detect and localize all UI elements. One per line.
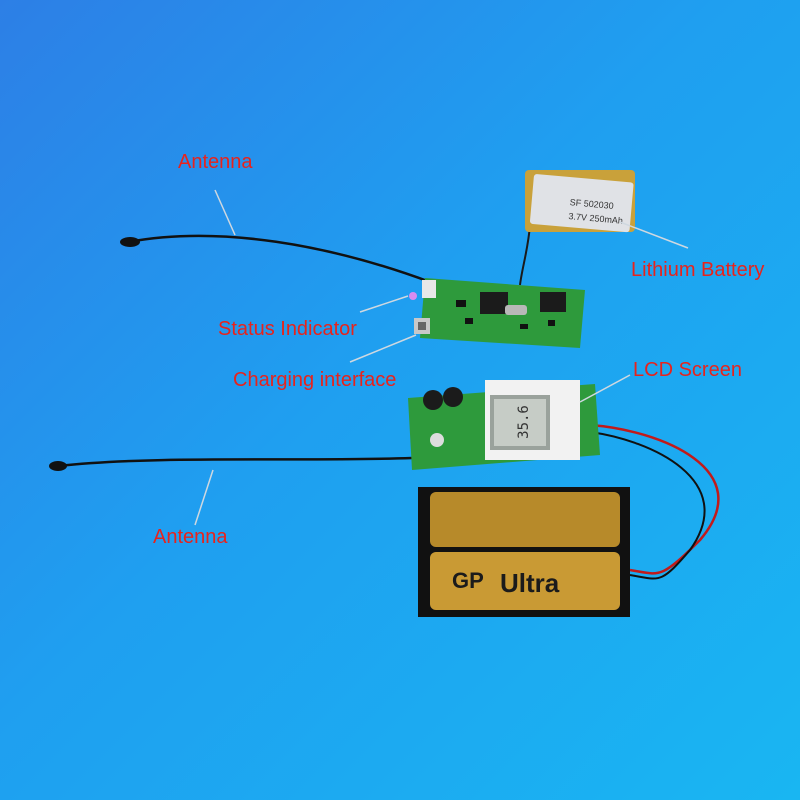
lithium-battery: SF 502030 3.7V 250mAh [525, 170, 635, 233]
antenna-bottom [49, 456, 413, 471]
label-lithium-battery: Lithium Battery [631, 259, 765, 281]
aa-brand: GP [452, 568, 484, 593]
callout-lines [194, 189, 689, 526]
label-antenna-bottom: Antenna [153, 526, 228, 548]
label-antenna-top: Antenna [178, 151, 253, 173]
aa-battery-holder: GP Ultra [418, 487, 630, 617]
receiver-board: 35.6 [408, 380, 600, 470]
lcd-reading: 35.6 [516, 405, 532, 439]
label-status-indicator: Status Indicator [218, 318, 357, 340]
battery-print-line2: 3.7V 250mAh [568, 211, 623, 226]
aa-model: Ultra [500, 568, 560, 598]
label-charging-interface: Charging interface [233, 369, 397, 391]
transmitter-board [409, 278, 585, 348]
antenna-top [120, 234, 431, 284]
label-lcd-screen: LCD Screen [633, 359, 742, 381]
battery-print-line1: SF 502030 [569, 197, 614, 211]
